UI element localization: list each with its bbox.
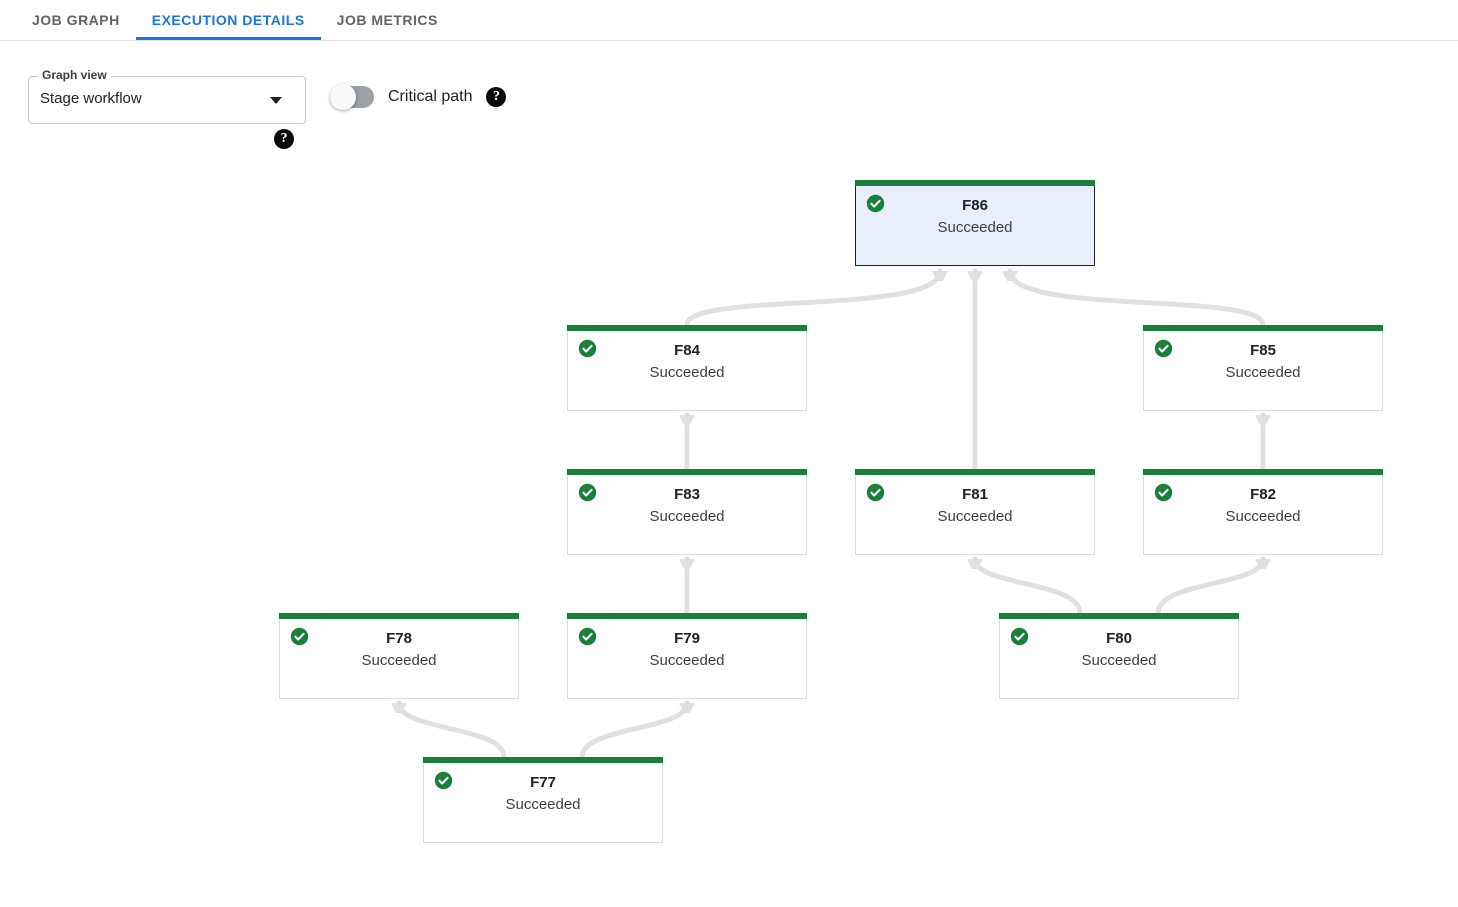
switch-knob xyxy=(330,84,356,110)
edge-f80-f81 xyxy=(972,556,1083,616)
stage-workflow-graph: F86 Succeeded F84 Succeeded F85 Succeede… xyxy=(0,141,1458,907)
check-circle-icon xyxy=(1010,627,1029,646)
critical-path-label: Critical path xyxy=(388,88,473,105)
check-circle-icon xyxy=(578,339,597,358)
stage-node-title: F81 xyxy=(962,486,988,503)
graph-view-select[interactable]: Graph view Stage workflow xyxy=(28,68,306,124)
critical-path-toggle-group: Critical path ? xyxy=(330,84,507,110)
stage-node-f84[interactable]: F84 Succeeded xyxy=(567,325,807,411)
toolbar: Graph view Stage workflow ? Critical pat… xyxy=(0,41,1458,149)
stage-node-f79[interactable]: F79 Succeeded xyxy=(567,613,807,699)
edge-f80-f82 xyxy=(1155,556,1266,616)
edge-f84-f86 xyxy=(684,268,943,328)
graph-view-legend: Graph view xyxy=(38,68,111,82)
stage-node-title: F80 xyxy=(1106,630,1132,647)
critical-path-help-icon[interactable]: ? xyxy=(486,87,507,107)
stage-node-status: Succeeded xyxy=(361,652,437,669)
check-circle-icon xyxy=(866,194,885,213)
graph-view-value: Stage workflow xyxy=(40,90,142,107)
check-circle-icon xyxy=(578,483,597,502)
graph-view-select-box[interactable] xyxy=(28,76,306,124)
stage-node-status: Succeeded xyxy=(505,796,581,813)
stage-node-status: Succeeded xyxy=(649,652,725,669)
tab-bar: JOB GRAPH EXECUTION DETAILS JOB METRICS xyxy=(0,0,1458,41)
stage-node-status: Succeeded xyxy=(1225,364,1301,381)
edge-f77-f79 xyxy=(579,700,690,760)
edge-arrow xyxy=(932,271,948,281)
check-circle-icon xyxy=(434,771,453,790)
stage-node-status: Succeeded xyxy=(649,364,725,381)
stage-node-f86[interactable]: F86 Succeeded xyxy=(855,180,1095,266)
tab-job-metrics[interactable]: JOB METRICS xyxy=(321,0,454,40)
stage-node-title: F85 xyxy=(1250,342,1276,359)
stage-node-f82[interactable]: F82 Succeeded xyxy=(1143,469,1383,555)
check-circle-icon xyxy=(866,483,885,502)
tab-label: EXECUTION DETAILS xyxy=(151,12,305,28)
tab-label: JOB METRICS xyxy=(336,12,438,28)
edge-arrow xyxy=(1002,271,1018,281)
chevron-down-icon[interactable] xyxy=(270,97,282,104)
edge-f77-f78 xyxy=(396,700,507,760)
check-circle-icon xyxy=(1154,483,1173,502)
stage-node-title: F79 xyxy=(674,630,700,647)
stage-node-title: F78 xyxy=(386,630,412,647)
edge-arrow xyxy=(679,415,695,425)
check-circle-icon xyxy=(1154,339,1173,358)
edge-arrow xyxy=(967,559,983,569)
stage-node-title: F82 xyxy=(1250,486,1276,503)
tab-job-graph[interactable]: JOB GRAPH xyxy=(16,0,136,40)
edge-f85-f86 xyxy=(1007,268,1266,328)
edge-arrow xyxy=(679,703,695,713)
stage-node-f78[interactable]: F78 Succeeded xyxy=(279,613,519,699)
stage-node-status: Succeeded xyxy=(1225,508,1301,525)
stage-node-f81[interactable]: F81 Succeeded xyxy=(855,469,1095,555)
stage-node-status: Succeeded xyxy=(649,508,725,525)
edge-arrow xyxy=(1255,415,1271,425)
edge-arrow xyxy=(967,271,983,281)
critical-path-switch[interactable] xyxy=(330,84,374,110)
tab-execution-details[interactable]: EXECUTION DETAILS xyxy=(135,0,321,40)
graph-edges xyxy=(391,268,1271,760)
edge-arrow xyxy=(679,559,695,569)
edge-arrow xyxy=(391,703,407,713)
tab-label: JOB GRAPH xyxy=(32,12,120,28)
graph-view-help-icon[interactable]: ? xyxy=(274,129,294,149)
stage-node-f77[interactable]: F77 Succeeded xyxy=(423,757,663,843)
stage-node-status: Succeeded xyxy=(1081,652,1157,669)
stage-node-title: F77 xyxy=(530,774,556,791)
check-circle-icon xyxy=(290,627,309,646)
stage-node-title: F83 xyxy=(674,486,700,503)
stage-node-f85[interactable]: F85 Succeeded xyxy=(1143,325,1383,411)
stage-node-f80[interactable]: F80 Succeeded xyxy=(999,613,1239,699)
check-circle-icon xyxy=(578,627,597,646)
stage-node-title: F86 xyxy=(962,197,988,214)
edge-arrow xyxy=(1255,559,1271,569)
stage-node-status: Succeeded xyxy=(937,508,1013,525)
stage-node-f83[interactable]: F83 Succeeded xyxy=(567,469,807,555)
stage-node-status: Succeeded xyxy=(937,219,1013,236)
stage-node-title: F84 xyxy=(674,342,700,359)
